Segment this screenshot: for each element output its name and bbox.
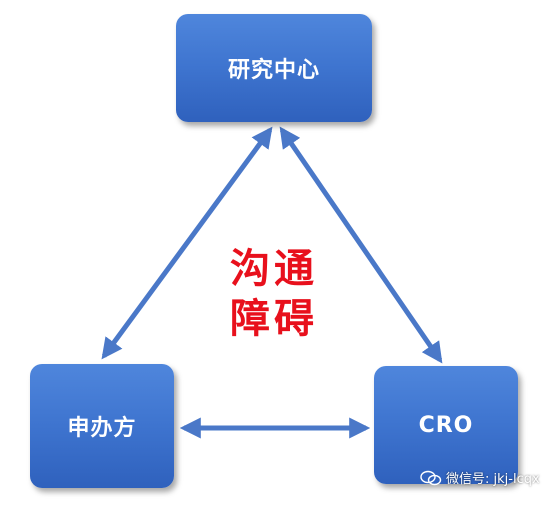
wechat-icon xyxy=(420,470,442,485)
arrow-top-left xyxy=(101,126,273,360)
watermark-text: 微信号: jkj-lcqx xyxy=(446,472,540,487)
node-sponsor-label: 申办方 xyxy=(67,416,137,441)
center-text-line2: 障碍 xyxy=(230,296,318,342)
node-research-center-label: 研究中心 xyxy=(227,58,320,83)
node-cro-label: CRO xyxy=(418,412,474,438)
node-cro: CRO xyxy=(374,366,518,484)
node-sponsor: 申办方 xyxy=(30,364,174,488)
arrow-top-right xyxy=(279,126,443,364)
center-text-line1: 沟通 xyxy=(230,246,318,292)
node-research-center: 研究中心 xyxy=(176,14,372,122)
center-text: 沟通 障碍 xyxy=(204,244,344,344)
watermark: 微信号: jkj-lcqx xyxy=(420,468,540,487)
